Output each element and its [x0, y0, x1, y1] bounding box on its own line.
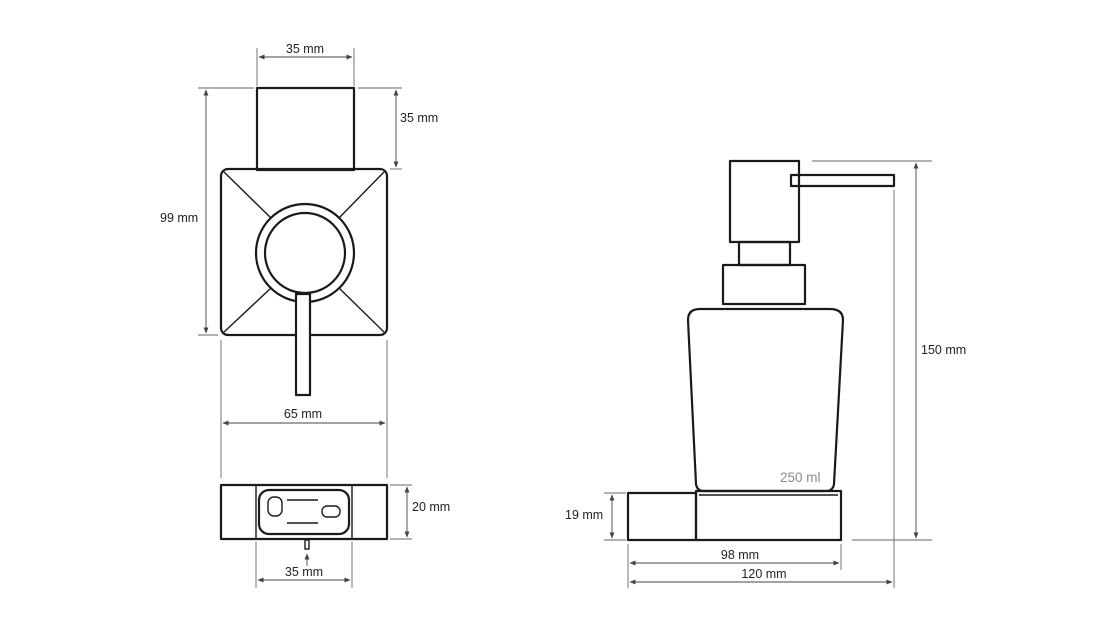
label-total-height-side: 150 mm	[921, 343, 966, 357]
label-plate-width: 65 mm	[284, 407, 322, 421]
label-base-width: 35 mm	[285, 565, 323, 579]
bottom-view: 20 mm 35 mm	[219, 483, 450, 588]
mount-base	[219, 483, 389, 541]
mount-bracket	[257, 488, 351, 536]
nozzle-stem	[294, 292, 312, 397]
pump-head	[728, 159, 801, 244]
front-view: 35 mm 35 mm 99 mm 65 mm	[160, 42, 438, 478]
bottle-holder	[694, 489, 843, 542]
pump-neck	[737, 240, 792, 267]
label-base-height: 20 mm	[412, 500, 450, 514]
wall-mount-side	[626, 491, 698, 542]
bottle-capacity-label: 250 ml	[780, 470, 821, 485]
bottle-collar	[721, 263, 807, 306]
screw-hole-right	[321, 505, 341, 518]
label-top-height: 35 mm	[400, 111, 438, 125]
plate-bevel-lines	[223, 171, 385, 333]
soap-bottle	[686, 307, 845, 493]
pump-ring-inner	[263, 211, 347, 295]
pump-head-top	[255, 86, 356, 172]
label-depth-total: 120 mm	[741, 567, 786, 581]
side-view: 250 ml 19 mm 150 mm 98 mm 120 mm	[565, 159, 966, 588]
pump-ring-outer	[254, 202, 356, 304]
label-total-height: 99 mm	[160, 211, 198, 225]
label-top-width: 35 mm	[286, 42, 324, 56]
set-screw	[304, 539, 310, 550]
screw-hole-left	[267, 496, 283, 517]
label-side-base-height: 19 mm	[565, 508, 603, 522]
pump-nozzle	[789, 173, 896, 188]
label-depth-inner: 98 mm	[721, 548, 759, 562]
